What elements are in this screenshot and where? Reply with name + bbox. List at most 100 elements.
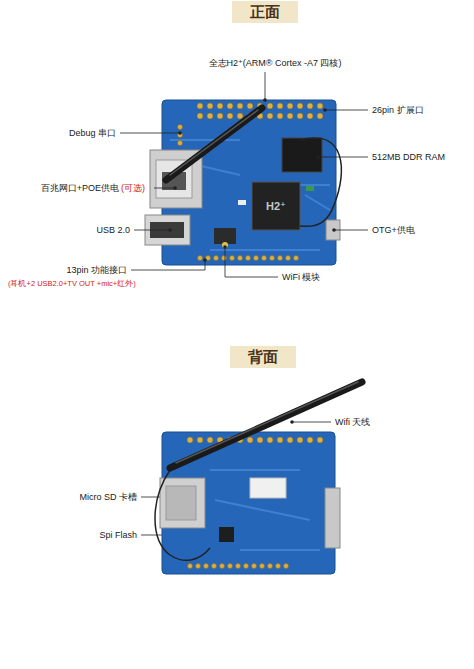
header-holes-part bbox=[267, 437, 273, 443]
header-holes-part bbox=[284, 564, 289, 569]
header-holes-part bbox=[317, 103, 323, 109]
header-holes-part bbox=[276, 564, 281, 569]
header-holes-part bbox=[254, 256, 259, 261]
leader-dots-part bbox=[168, 228, 172, 232]
ethernet-callout: 百兆网口+POE供电 bbox=[41, 183, 119, 193]
sd-slot bbox=[160, 478, 205, 528]
header-holes-part bbox=[294, 256, 299, 261]
debug-callout: Debug 串口 bbox=[69, 128, 116, 138]
leader-dots-part bbox=[323, 108, 327, 112]
wifi-chip bbox=[214, 228, 236, 244]
back-board bbox=[155, 382, 362, 574]
leader-lines-part bbox=[334, 230, 368, 231]
header-holes-part bbox=[217, 103, 223, 109]
header-holes-part bbox=[277, 103, 283, 109]
otg-callout: OTG+供电 bbox=[372, 225, 415, 235]
usb-callout: USB 2.0 bbox=[96, 225, 130, 235]
sd-slot-part bbox=[160, 478, 205, 528]
header-holes-part bbox=[307, 103, 313, 109]
header-holes-part bbox=[257, 437, 263, 443]
header-holes-part bbox=[230, 256, 235, 261]
leader-lines-part bbox=[154, 188, 175, 189]
component bbox=[238, 200, 246, 205]
header-holes-part bbox=[178, 141, 183, 146]
header-holes-part bbox=[287, 437, 293, 443]
header-holes-part bbox=[297, 437, 303, 443]
header-holes-part bbox=[260, 564, 265, 569]
header-holes-part bbox=[270, 256, 275, 261]
wifi-callout: WiFi 模块 bbox=[282, 272, 321, 282]
header-holes-part bbox=[212, 564, 217, 569]
antenna bbox=[170, 382, 362, 468]
header-holes-part bbox=[246, 256, 251, 261]
chip-marking: H2⁺ bbox=[266, 200, 286, 213]
banner-heading: 正面 bbox=[250, 3, 280, 21]
back-board-part bbox=[162, 432, 335, 574]
header-holes-part bbox=[247, 437, 253, 443]
antenna bbox=[166, 108, 262, 180]
header-holes-part bbox=[297, 113, 303, 119]
header-holes-part bbox=[227, 103, 233, 109]
sd-slot-part bbox=[166, 486, 196, 520]
leader-dots-part bbox=[178, 131, 182, 135]
ram-chip bbox=[282, 138, 322, 172]
header-holes-part bbox=[252, 564, 257, 569]
header-holes-part bbox=[198, 256, 203, 261]
header-holes-part bbox=[307, 437, 313, 443]
antenna-wire bbox=[155, 470, 210, 560]
banner-heading: 背面 bbox=[248, 348, 278, 366]
header-holes-part bbox=[277, 113, 283, 119]
edge-connector bbox=[325, 488, 340, 548]
header-holes-part bbox=[287, 113, 293, 119]
title-banner: 背面 bbox=[230, 346, 296, 368]
header-holes-part bbox=[222, 256, 227, 261]
header-holes-part bbox=[317, 113, 323, 119]
leader-dots-part bbox=[290, 420, 294, 424]
header-holes-part bbox=[307, 113, 313, 119]
title-banner: 正面 bbox=[232, 1, 298, 23]
leader-lines-part bbox=[134, 230, 170, 231]
header-holes-part bbox=[187, 437, 193, 443]
leader-lines-part bbox=[325, 110, 368, 111]
header-holes-part bbox=[197, 113, 203, 119]
back-board-part bbox=[210, 470, 320, 550]
header-holes-part bbox=[204, 564, 209, 569]
leader-lines-part bbox=[131, 260, 205, 270]
header-holes-part bbox=[236, 564, 241, 569]
header-holes-part bbox=[207, 113, 213, 119]
antenna-callout: Wifi 天线 bbox=[335, 417, 371, 427]
soc-chip bbox=[252, 182, 300, 230]
header-callout: 26pin 扩展口 bbox=[372, 105, 424, 115]
leader-dots-part bbox=[263, 98, 267, 102]
ram-callout: 512MB DDR RAM bbox=[372, 152, 445, 162]
pin-function-note: (耳机+2 USB2.0+TV OUT +mic+红外) bbox=[8, 280, 136, 289]
pin-callout: 13pin 功能接口 bbox=[66, 265, 127, 275]
header-holes-part bbox=[267, 103, 273, 109]
chip-callout: 全志H2⁺(ARM® Cortex -A7 四核) bbox=[209, 58, 342, 68]
sd-callout: Micro SD 卡槽 bbox=[79, 492, 137, 502]
header-holes-part bbox=[277, 437, 283, 443]
header-holes-part bbox=[268, 564, 273, 569]
leader-dots-part bbox=[223, 245, 227, 249]
header-holes bbox=[187, 437, 323, 569]
header-holes-part bbox=[197, 103, 203, 109]
header-holes-part bbox=[247, 103, 253, 109]
optional-note: (可选) bbox=[121, 183, 145, 193]
component bbox=[306, 186, 314, 191]
header-holes-part bbox=[317, 437, 323, 443]
leader-lines-part bbox=[120, 133, 180, 134]
header-holes-part bbox=[267, 113, 273, 119]
leader-dots-part bbox=[332, 228, 336, 232]
header-holes-part bbox=[214, 256, 219, 261]
header-holes-part bbox=[238, 256, 243, 261]
header-holes-part bbox=[227, 113, 233, 119]
sticker bbox=[250, 478, 286, 498]
leader-lines-part bbox=[225, 247, 278, 277]
antenna-pad bbox=[222, 242, 228, 248]
header-holes-part bbox=[262, 256, 267, 261]
header-holes-part bbox=[237, 103, 243, 109]
antenna-sheen bbox=[170, 110, 258, 175]
